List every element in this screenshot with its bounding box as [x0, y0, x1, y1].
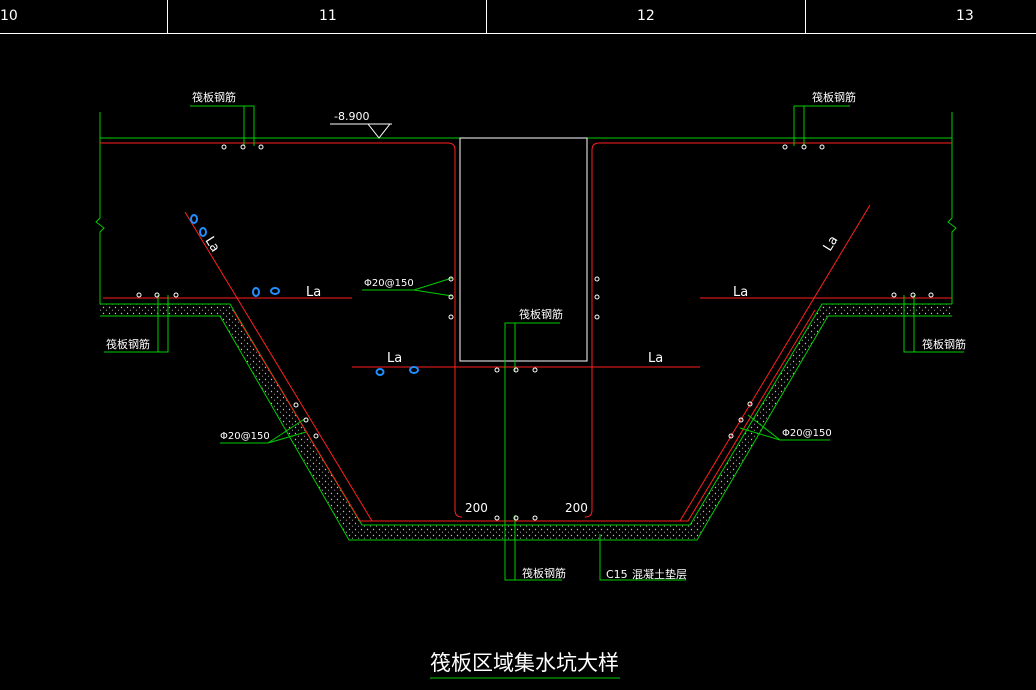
inner-pit-box	[459, 137, 588, 362]
raft-rebar-label-bottom: 筏板钢筋	[522, 566, 566, 580]
raft-rebar-label-center: 筏板钢筋	[519, 307, 563, 321]
la-label-mid-left: La	[387, 351, 402, 366]
drawing-title: 筏板区域集水坑大样	[430, 651, 619, 675]
raft-rebar-label-top-right: 筏板钢筋	[812, 90, 856, 104]
bar-spec-label-left: Φ20@150	[220, 431, 270, 442]
axis-divider	[805, 0, 806, 34]
la-label-diag-right: La	[821, 233, 842, 254]
la-label-left: La	[306, 285, 321, 300]
blue-markers	[190, 214, 419, 376]
grid-axis-ruler: 10 11 12 13	[0, 0, 1036, 34]
cushion-layer-label: 混凝土垫层	[632, 567, 687, 581]
la-label-mid-right: La	[648, 351, 663, 366]
axis-number-10: 10	[0, 8, 18, 24]
axis-divider	[486, 0, 487, 34]
axis-divider	[167, 0, 168, 34]
dimension-200-right: 200	[565, 501, 588, 515]
axis-number-12: 12	[637, 8, 655, 24]
bar-spec-label-right: Φ20@150	[782, 428, 832, 439]
elevation-label: -8.900	[334, 110, 369, 123]
rebar-section-dots	[136, 144, 934, 521]
concrete-cushion-layer	[100, 304, 952, 540]
concrete-grade-label: C15	[606, 568, 628, 581]
axis-number-13: 13	[956, 8, 974, 24]
raft-rebar-label-right: 筏板钢筋	[922, 337, 966, 351]
rebar-lines	[100, 142, 952, 522]
raft-rebar-label-top-left: 筏板钢筋	[192, 90, 236, 104]
elevation-marker	[330, 123, 392, 139]
concrete-outline	[95, 112, 957, 541]
dimension-200-left: 200	[465, 501, 488, 515]
leader-lines	[104, 105, 964, 581]
raft-rebar-label-left: 筏板钢筋	[106, 337, 150, 351]
la-label-right: La	[733, 285, 748, 300]
axis-number-11: 11	[319, 8, 337, 24]
la-label-diag-left: La	[202, 234, 223, 255]
bar-spec-label-center: Φ20@150	[364, 278, 414, 289]
